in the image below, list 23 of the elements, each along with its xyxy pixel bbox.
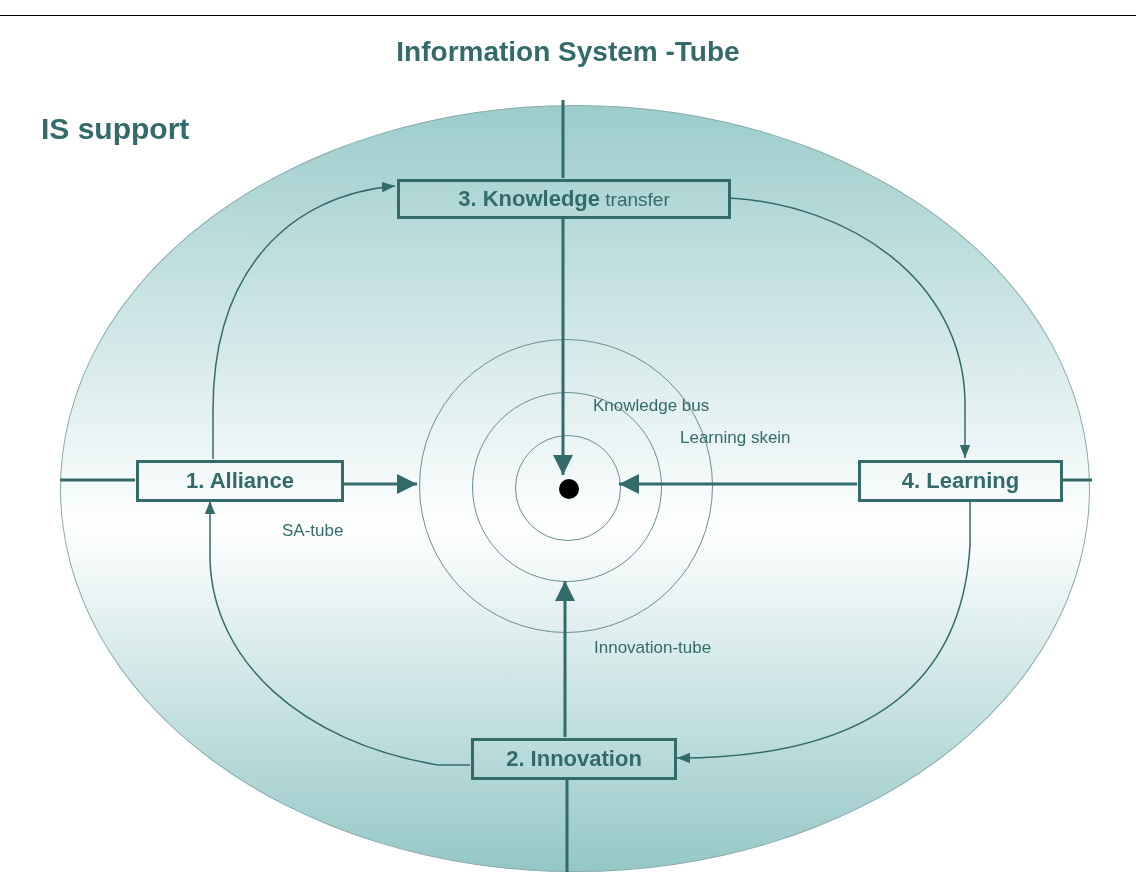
arrow xyxy=(553,218,573,475)
connector-line xyxy=(565,779,569,872)
process-box: 3. Knowledge transfer xyxy=(397,179,731,219)
curved-arrow xyxy=(729,197,971,459)
connector-line xyxy=(60,478,135,482)
arrow xyxy=(343,474,417,494)
curved-arrow xyxy=(212,182,396,460)
region-heading: IS support xyxy=(41,112,190,146)
tube-label: Learning skein xyxy=(680,428,791,448)
tube-label: Knowledge bus xyxy=(593,396,710,416)
connector-line xyxy=(561,100,565,178)
tube-label: Innovation-tube xyxy=(594,638,712,658)
process-box: 2. Innovation xyxy=(471,738,677,780)
process-box: 4. Learning xyxy=(858,460,1063,502)
center-dot xyxy=(559,479,579,499)
diagram-title: Information System -Tube xyxy=(395,36,741,68)
arrow xyxy=(619,474,857,494)
curved-arrow xyxy=(204,500,471,766)
tube-label: SA-tube xyxy=(282,521,344,541)
arrow xyxy=(555,581,575,737)
curved-arrow xyxy=(676,500,971,763)
process-box: 1. Alliance xyxy=(136,460,344,502)
connector-line xyxy=(1062,478,1092,482)
